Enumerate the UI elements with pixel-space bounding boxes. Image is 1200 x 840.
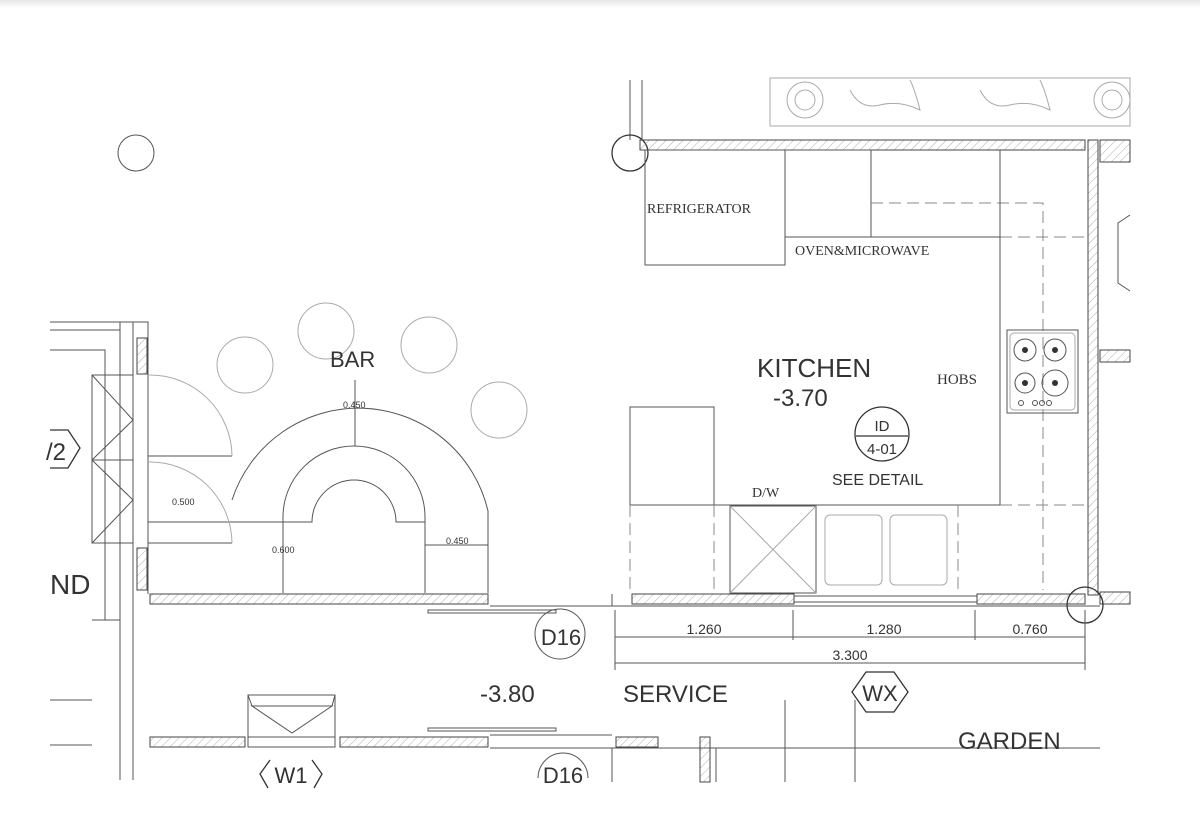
kitchen-dimensions: 1.260 1.280 0.760 3.300 xyxy=(614,610,1086,670)
dimension-bar-right: 0.450 xyxy=(446,536,469,546)
see-detail-note: SEE DETAIL xyxy=(832,472,923,489)
window-w2 xyxy=(91,374,134,544)
oven-microwave xyxy=(784,149,872,238)
hobs xyxy=(1006,329,1079,414)
hobs-label: HOBS xyxy=(937,372,977,388)
exterior-furniture xyxy=(769,77,1131,127)
window-tag-label: W1 xyxy=(275,763,308,788)
kitchen-level: -3.70 xyxy=(773,385,828,412)
sheet-bottom-margin xyxy=(0,792,1200,840)
oven-microwave-label: OVEN&MICROWAVE xyxy=(795,244,929,259)
dimension-total: 3.300 xyxy=(832,647,867,663)
kitchen-room-name: KITCHEN xyxy=(757,353,871,383)
dimension-bar-top: 0.450 xyxy=(343,400,366,410)
door-tag-d16-upper[interactable]: D16 xyxy=(534,608,586,660)
dimension-seg1: 1.260 xyxy=(686,621,721,637)
kitchen-walls xyxy=(490,139,1131,607)
bar-walls xyxy=(50,321,1100,783)
column-marker xyxy=(611,134,649,172)
window-w1 xyxy=(247,694,336,748)
bar-doors[interactable] xyxy=(147,374,233,544)
window-w2-label: /2 xyxy=(46,439,66,466)
dimension-seg3: 0.760 xyxy=(1012,621,1047,637)
refrigerator-label: REFRIGERATOR xyxy=(647,202,752,217)
service-level: -3.80 xyxy=(480,681,535,708)
door-tag-label: D16 xyxy=(543,763,583,788)
window-w2-tag[interactable]: /2 xyxy=(46,429,81,469)
detail-callout-bottom: 4-01 xyxy=(867,441,897,458)
dimension-bar-left: 0.500 xyxy=(172,497,195,507)
tall-cabinet xyxy=(629,406,715,506)
dimension-bar-inner: 0.600 xyxy=(272,545,295,555)
sink xyxy=(824,514,948,586)
partial-room-name: ND xyxy=(50,569,90,600)
garden-room-name: GARDEN xyxy=(958,728,1061,755)
dishwasher xyxy=(729,505,817,594)
detail-callout-top: ID xyxy=(875,418,890,435)
door-tag-d16-lower[interactable]: D16 xyxy=(537,752,589,788)
sliding-door-lower xyxy=(427,727,557,732)
grid-column-marker xyxy=(117,134,155,172)
dimension-seg2: 1.280 xyxy=(866,621,901,637)
bar-room-name: BAR xyxy=(330,347,375,372)
service-room-name: SERVICE xyxy=(623,681,728,708)
adjacent-hob-icon xyxy=(1117,214,1131,292)
window-tag-label: WX xyxy=(862,681,898,706)
window-tag-wx[interactable]: WX xyxy=(851,671,909,713)
window-tag-w1[interactable]: W1 xyxy=(259,759,323,789)
sliding-door-upper xyxy=(427,609,557,614)
door-tag-label: D16 xyxy=(541,625,581,650)
detail-callout[interactable]: ID 4-01 xyxy=(854,406,910,462)
bar-counter xyxy=(148,380,489,593)
dishwasher-label: D/W xyxy=(752,486,780,501)
bar-stools xyxy=(216,302,528,439)
